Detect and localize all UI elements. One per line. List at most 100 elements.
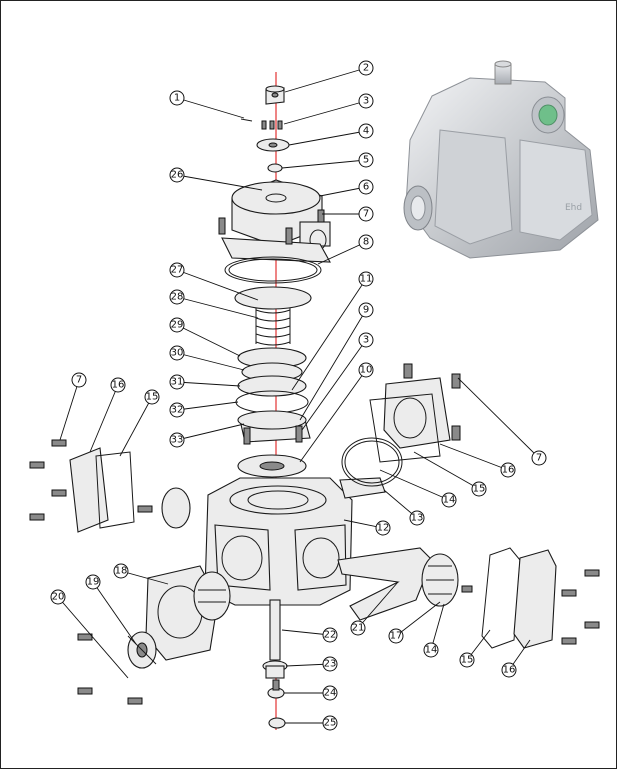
callout-c-21: 21 <box>350 581 399 636</box>
callout-number: 14 <box>425 645 438 656</box>
callout-c-br-15: 15 <box>459 629 491 668</box>
callout-c-ring: 5 <box>281 152 374 169</box>
callout-number: 16 <box>502 465 515 476</box>
leader-line <box>59 379 80 441</box>
callout-number: 33 <box>171 435 184 446</box>
callout-c-12: 12 <box>343 519 391 536</box>
leader-line <box>457 377 540 459</box>
callout-bubble <box>71 372 87 388</box>
leader-line <box>176 381 241 387</box>
pump-photo-icon: Ehd <box>403 60 599 259</box>
callout-c-bolt-left: 7 <box>59 372 87 441</box>
callout-number: 28 <box>171 292 184 303</box>
callout-bubble <box>144 389 160 405</box>
callout-number: 4 <box>363 126 369 137</box>
callout-number: 32 <box>171 405 184 416</box>
callout-number: 6 <box>363 182 369 193</box>
callout-c-14b: 14 <box>423 603 445 658</box>
callout-c-18a: 18 <box>113 563 169 585</box>
callout-number: 15 <box>461 655 474 666</box>
callout-bubble <box>358 332 374 348</box>
callout-bubble <box>358 362 374 378</box>
callout-c-disc5: 33 <box>169 423 245 448</box>
callout-c-gasket: 8 <box>317 234 374 265</box>
rotor-part <box>237 410 311 445</box>
callout-bubble <box>169 289 185 305</box>
callout-c-rcover: 16 <box>439 443 516 478</box>
callout-bubble <box>358 206 374 222</box>
callout-c-br-16: 16 <box>501 639 531 678</box>
callout-bubble <box>169 167 185 183</box>
callout-c-17: 17 <box>388 601 441 644</box>
leader-line <box>176 269 259 301</box>
callout-number: 1 <box>174 93 180 104</box>
callout-number: 15 <box>473 484 486 495</box>
callout-c-ring14: 14 <box>379 469 457 508</box>
leader-line <box>57 596 129 679</box>
pin-part <box>240 118 253 122</box>
callout-c-r10: 10 <box>299 362 374 463</box>
leader-line <box>299 369 367 463</box>
callout-number: 25 <box>324 718 337 729</box>
callout-bubble <box>388 628 404 644</box>
callout-bubble <box>322 656 338 672</box>
callout-bubble <box>409 510 425 526</box>
callout-c-rbolt: 7 <box>457 377 547 466</box>
callout-number: 3 <box>363 96 369 107</box>
callout-c-cover: 6 <box>319 179 374 197</box>
leader-line <box>395 601 441 637</box>
callout-c-19: 19 <box>85 574 137 645</box>
leader-line <box>176 174 263 191</box>
callout-number: 20 <box>52 592 65 603</box>
callout-c-disc2: 30 <box>169 345 245 371</box>
callout-number: 9 <box>363 305 369 316</box>
callout-number: 14 <box>443 495 456 506</box>
callout-number: 13 <box>411 513 424 524</box>
leader-line <box>317 241 367 265</box>
callout-bubble <box>441 492 457 508</box>
callout-bubble <box>85 574 101 590</box>
leader-line <box>301 339 367 431</box>
callout-bubble <box>50 589 66 605</box>
right-gasket-lower <box>481 547 521 649</box>
leader-line <box>176 423 245 441</box>
callout-c-r9: 9 <box>299 302 374 421</box>
callout-number: 7 <box>363 209 369 220</box>
right-bolts-lower <box>561 569 600 645</box>
callout-c-r3: 3 <box>301 332 374 431</box>
lower-left-bolts <box>77 633 143 705</box>
leader-line <box>89 384 119 453</box>
callout-c-r11: 11 <box>291 271 374 391</box>
leader-line <box>176 352 245 371</box>
callout-number: 2 <box>363 63 369 74</box>
callout-bubble <box>375 520 391 536</box>
callout-bubble <box>113 563 129 579</box>
callout-bubble <box>500 462 516 478</box>
gear-wheel <box>127 631 157 669</box>
callout-number: 19 <box>87 577 100 588</box>
callout-number: 26 <box>171 170 184 181</box>
callout-c-rgasket: 15 <box>413 451 487 497</box>
callout-c-disc4: 32 <box>169 401 239 418</box>
leader-line <box>176 324 241 357</box>
callout-bubble <box>358 271 374 287</box>
left-disc <box>161 487 191 529</box>
callout-c-washer: 4 <box>288 123 374 146</box>
callout-bubble <box>358 152 374 168</box>
callout-bubble <box>169 374 185 390</box>
leader-line <box>284 67 367 93</box>
leader-line <box>288 130 367 146</box>
leader-line <box>176 296 259 319</box>
valve-disc-right <box>421 553 473 607</box>
callout-c-shaft22: 22 <box>281 627 338 643</box>
callout-c-disc3: 31 <box>169 374 241 390</box>
callout-bubble <box>322 627 338 643</box>
callout-number: 29 <box>171 320 184 331</box>
spring-part <box>234 286 312 346</box>
callout-number: 10 <box>360 365 373 376</box>
callout-number: 7 <box>536 453 542 464</box>
callout-bubble <box>169 317 185 333</box>
callout-c-20: 20 <box>50 589 129 679</box>
callout-c-spring: 27 <box>169 262 259 301</box>
